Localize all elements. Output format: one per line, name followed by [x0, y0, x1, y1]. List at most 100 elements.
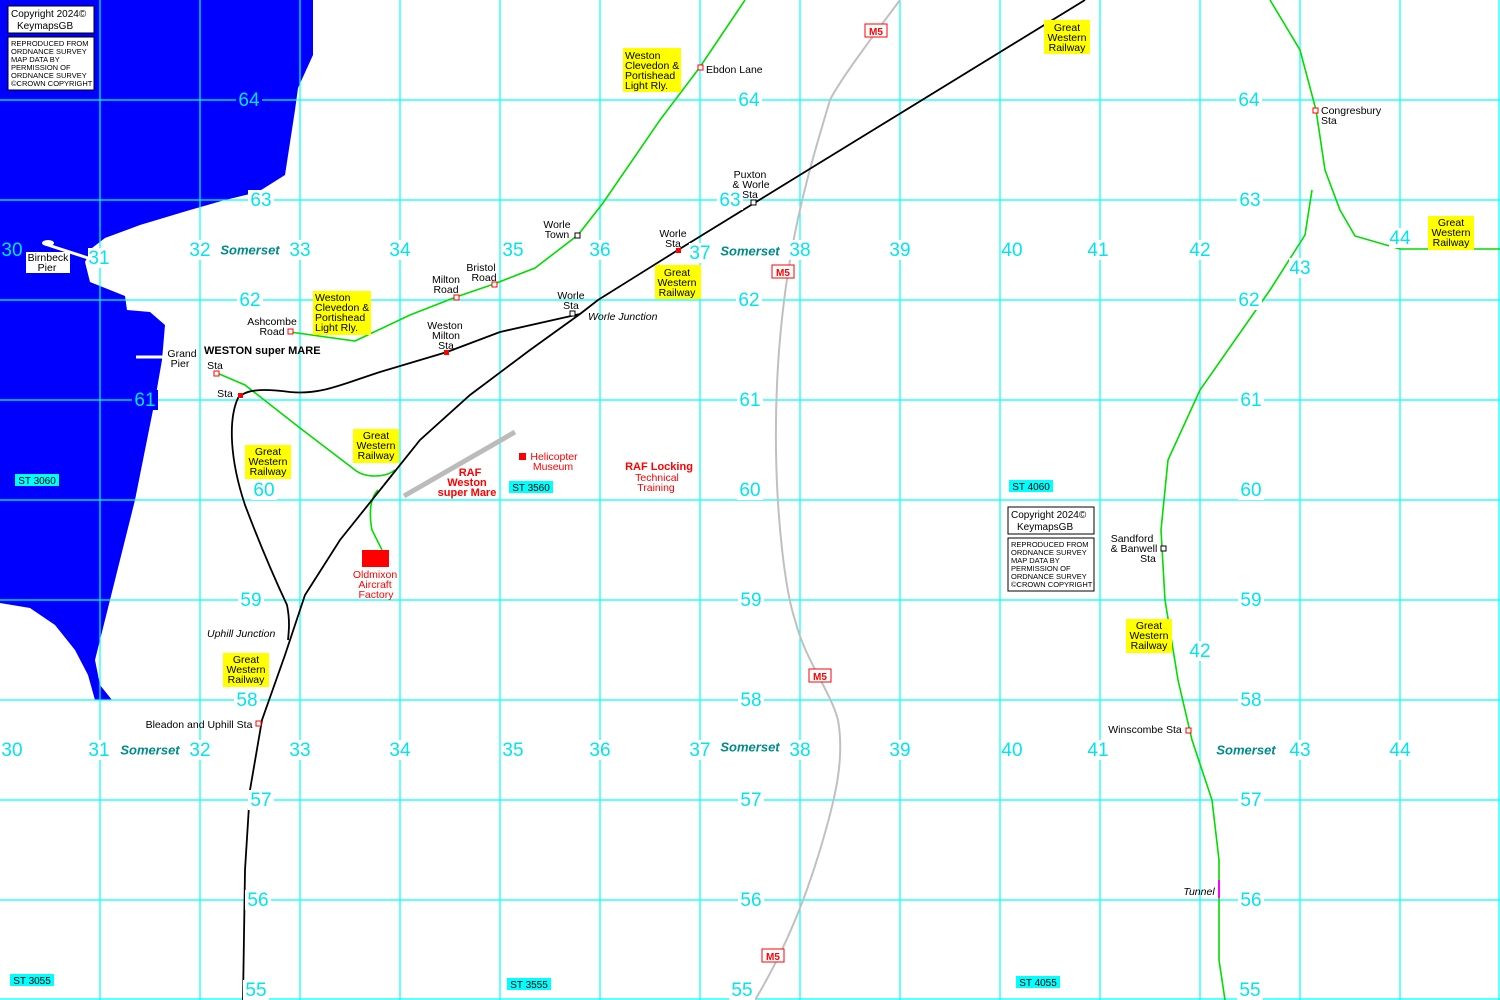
- m5-label: M5: [869, 27, 883, 38]
- map-label-line: Copyright 2024©: [11, 9, 87, 20]
- map-label-line: Weston: [625, 50, 661, 62]
- northing-label: 61: [1240, 390, 1261, 411]
- map-label-line: Worle: [543, 219, 570, 231]
- easting-label: 35: [502, 740, 523, 761]
- map-label-line: Puxton: [734, 169, 767, 181]
- map-label-line: Pier: [171, 358, 190, 370]
- map-label-line: RAF: [459, 467, 482, 479]
- map-label-line: Great: [363, 430, 389, 442]
- northing-label: 56: [1240, 890, 1261, 911]
- northing-label: 55: [731, 980, 752, 1000]
- easting-label: 31: [88, 740, 109, 761]
- easting-label: 44: [1389, 228, 1411, 249]
- tunnel-label: Tunnel: [1183, 886, 1215, 898]
- easting-label: 44: [1389, 740, 1411, 761]
- map-label-line: Western: [357, 440, 396, 452]
- map-label-line: Birnbeck: [28, 252, 70, 264]
- county-labels: Somerset Somerset Somerset Somerset Some…: [117, 242, 1279, 759]
- station-winscombe: Winscombe Sta: [1108, 724, 1182, 736]
- map-label-line: Oldmixon: [353, 569, 398, 581]
- easting-label: 31: [88, 248, 109, 269]
- station-ebdon-lane: Ebdon Lane: [706, 64, 763, 76]
- grid-ref-label: ST 4055: [1019, 978, 1057, 989]
- gwr-strawberry-line: [1160, 189, 1313, 1000]
- easting-label: 43: [1289, 740, 1310, 761]
- birnbeck-island: [42, 240, 54, 246]
- map-label-line: Milton: [432, 274, 460, 286]
- m5-labels: M5 M5 M5 M5: [761, 23, 888, 963]
- grid-references: ST 3060 ST 3560 ST 4060 ST 3055 ST 3555 …: [10, 474, 1060, 991]
- map-label-line: Great: [1136, 620, 1162, 632]
- grid-ref-label: ST 3055: [13, 976, 51, 987]
- county-label: Somerset: [720, 243, 780, 258]
- easting-label: 36: [589, 740, 610, 761]
- county-label: Somerset: [220, 242, 280, 257]
- northing-label: 59: [740, 590, 761, 611]
- easting-label: 40: [1001, 740, 1022, 761]
- easting-label: 30: [1, 740, 22, 761]
- northing-label: 62: [239, 290, 260, 311]
- northing-label: 64: [238, 90, 260, 111]
- map-label-line: Technical: [635, 472, 679, 484]
- map-label-line: & Banwell: [1111, 543, 1158, 555]
- m5-motorway: [754, 0, 901, 1000]
- northing-label: 55: [245, 980, 266, 1000]
- map-label-line: KeymapsGB: [17, 21, 73, 32]
- northing-labels: 64 63 62 61 60 59 58 57 56 55 64 63 62 6…: [132, 90, 1264, 1000]
- map-label-line: Great: [664, 267, 690, 279]
- easting-label: 33: [289, 740, 310, 761]
- northing-label: 57: [250, 790, 271, 811]
- easting-label: 32: [189, 740, 210, 761]
- map-label-line: Railway: [358, 450, 396, 462]
- map-label-line: Western: [1130, 630, 1169, 642]
- northing-label: 56: [740, 890, 761, 911]
- easting-labels-lower: 30 31 32 33 34 35 36 37 38 39 40 41 42 4…: [1, 641, 1411, 761]
- easting-label: 30: [1, 240, 22, 261]
- raf-runway: [402, 429, 517, 499]
- map-label-line: super Mare: [438, 487, 497, 499]
- uphill-junction-label: Uphill Junction: [207, 628, 275, 640]
- easting-label: 37: [689, 243, 710, 264]
- map-label-line: Western: [658, 277, 697, 289]
- map-label-line: PERMISSION OF: [1011, 564, 1071, 573]
- map-label-line: Copyright 2024©: [1011, 510, 1087, 521]
- grid-ref-label: ST 3560: [512, 483, 550, 494]
- northing-label: 58: [1240, 690, 1261, 711]
- map-label-line: Road: [433, 284, 458, 296]
- northing-label: 57: [1240, 790, 1261, 811]
- northing-label: 60: [253, 480, 274, 501]
- map-label-line: Light Rly.: [315, 322, 358, 334]
- map-label-line: Sta: [563, 300, 579, 312]
- map-label-line: Aircraft: [358, 579, 391, 591]
- station-markers: [213, 64, 1319, 734]
- map-label-line: ©CROWN COPYRIGHT: [11, 79, 93, 88]
- northing-label: 60: [1240, 480, 1261, 501]
- map-label-line: KeymapsGB: [1017, 522, 1073, 533]
- map-label-line: Great: [1438, 217, 1464, 229]
- map-label-line: Factory: [358, 589, 394, 601]
- map-label-line: Railway: [1131, 640, 1169, 652]
- county-label: Somerset: [720, 739, 780, 754]
- northing-label: 57: [740, 790, 761, 811]
- map-label-line: Western: [1432, 227, 1471, 239]
- map-label-line: Helicopter: [530, 451, 578, 463]
- map-label-line: Sta: [1321, 115, 1337, 127]
- northing-label: 56: [247, 890, 268, 911]
- northing-label: 63: [719, 190, 740, 211]
- easting-label: 41: [1087, 740, 1108, 761]
- northing-label: 55: [1239, 980, 1260, 1000]
- map-label-line: Road: [259, 326, 284, 338]
